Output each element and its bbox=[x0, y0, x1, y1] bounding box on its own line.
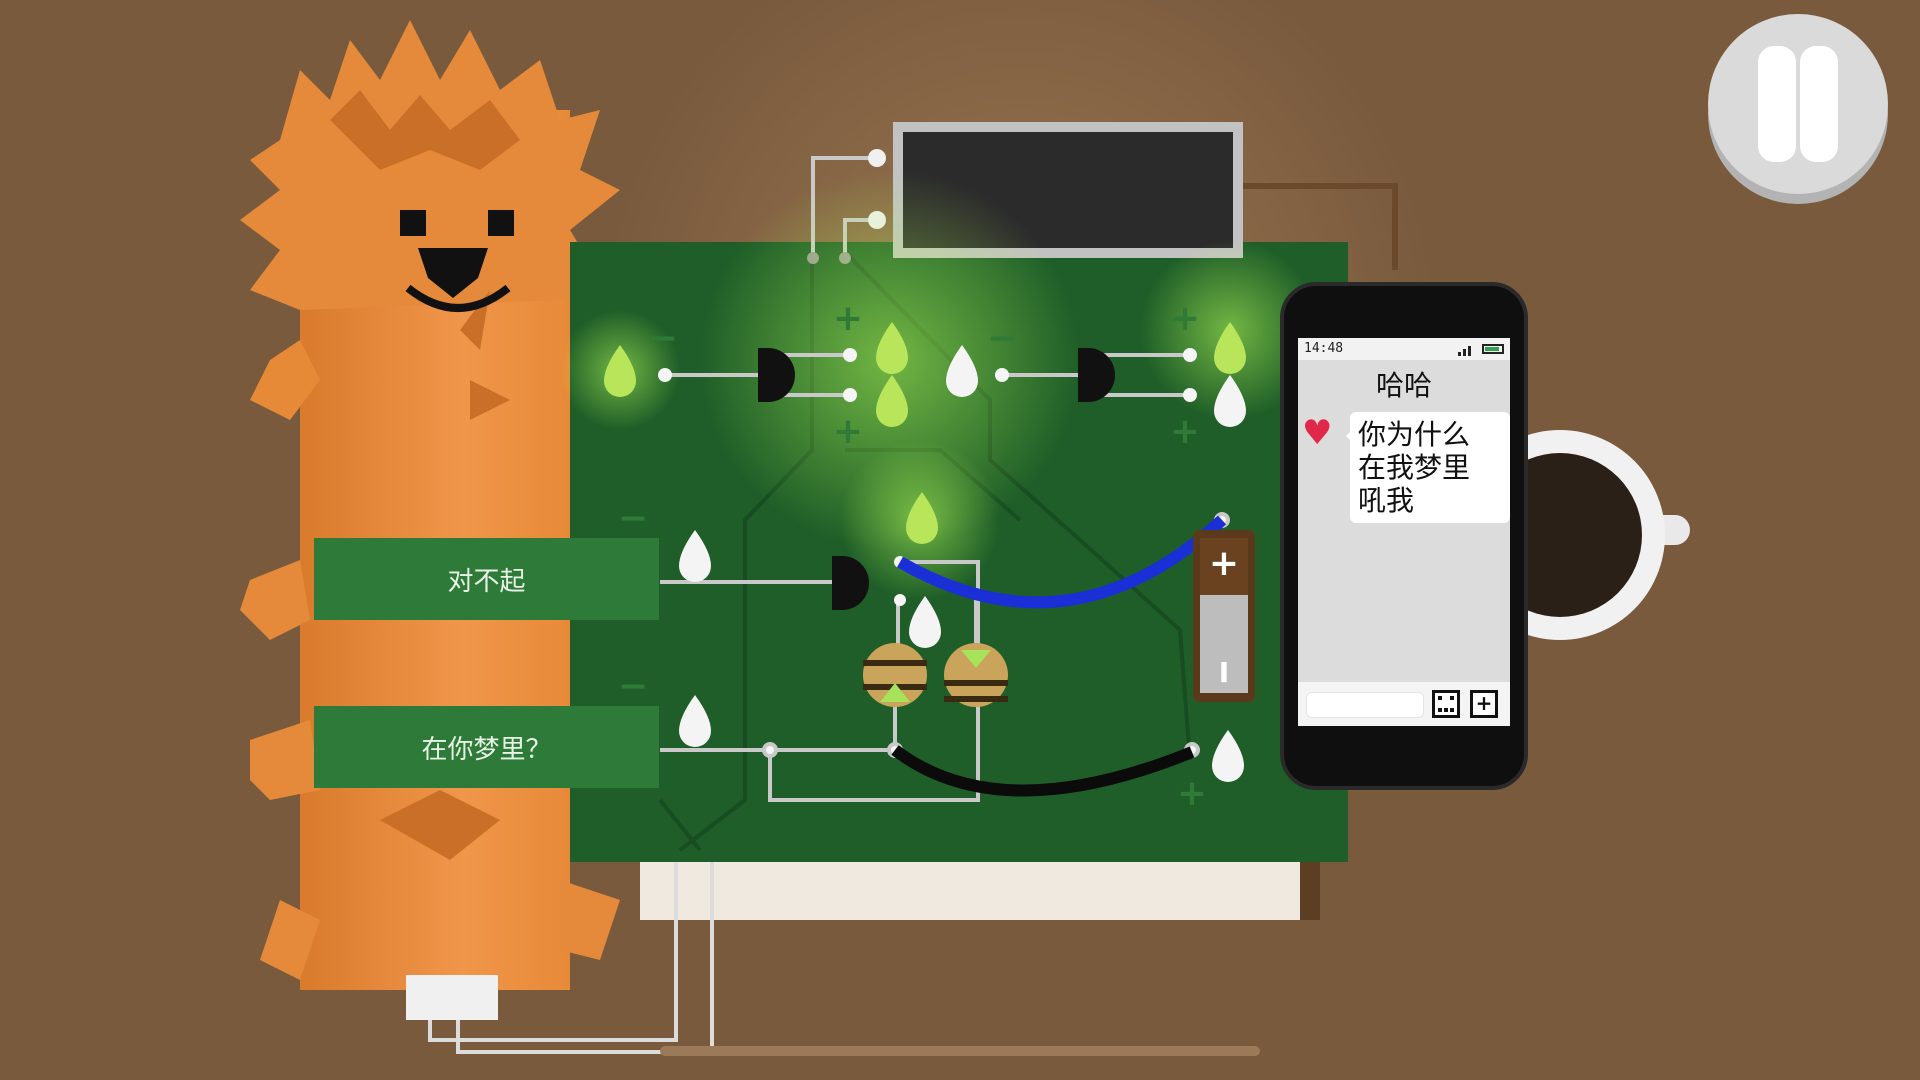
add-button[interactable]: + bbox=[1470, 690, 1498, 718]
diode-right bbox=[944, 643, 1008, 707]
orange-monster bbox=[240, 20, 620, 1020]
choice-button-sorry[interactable]: 对不起 bbox=[314, 538, 659, 620]
phone-screen: 14:48 哈哈 ♥ 你为什么 在我梦里 吼我 + bbox=[1298, 338, 1510, 726]
transistor-top-left bbox=[658, 348, 857, 402]
plus-mark: + bbox=[1177, 773, 1207, 814]
message-bubble: 你为什么 在我梦里 吼我 bbox=[1346, 412, 1510, 523]
diode-left bbox=[863, 643, 927, 707]
battery bbox=[1193, 530, 1255, 702]
minus-mark: − bbox=[618, 498, 648, 539]
battery-plus-label: + bbox=[1209, 543, 1239, 584]
transistor-top-right bbox=[995, 348, 1197, 402]
battery-icon bbox=[1482, 344, 1504, 354]
minus-mark: − bbox=[987, 318, 1017, 359]
battery-minus-label: I bbox=[1219, 656, 1229, 689]
choice-button-in-your-dream[interactable]: 在你梦里？ bbox=[314, 706, 659, 788]
minus-mark: − bbox=[618, 666, 648, 707]
plus-mark: + bbox=[833, 298, 863, 339]
message-line: 你为什么 bbox=[1358, 418, 1471, 451]
message-line: 吼我 bbox=[1358, 484, 1415, 517]
status-bar: 14:48 bbox=[1298, 338, 1510, 360]
plus-mark: + bbox=[1170, 411, 1200, 452]
add-icon: + bbox=[1475, 691, 1493, 715]
phone: 14:48 哈哈 ♥ 你为什么 在我梦里 吼我 + bbox=[1280, 282, 1528, 790]
bottom-wires bbox=[428, 846, 714, 1054]
message-line: 在我梦里 bbox=[1358, 451, 1471, 484]
heart-icon: ♥ bbox=[1302, 413, 1333, 453]
leds bbox=[604, 322, 1246, 782]
contact-name: 哈哈 bbox=[1375, 369, 1432, 402]
blue-wire bbox=[897, 515, 1227, 609]
message-input[interactable] bbox=[1306, 692, 1424, 718]
status-time: 14:48 bbox=[1304, 341, 1344, 356]
pause-button[interactable] bbox=[1708, 14, 1888, 194]
black-wire bbox=[891, 745, 1195, 797]
minus-mark: − bbox=[648, 318, 678, 359]
input-bar: + bbox=[1298, 682, 1510, 726]
emoji-button[interactable] bbox=[1432, 690, 1460, 718]
plus-mark: + bbox=[1170, 298, 1200, 339]
signal-icon bbox=[1458, 346, 1471, 356]
plus-mark: + bbox=[833, 411, 863, 452]
